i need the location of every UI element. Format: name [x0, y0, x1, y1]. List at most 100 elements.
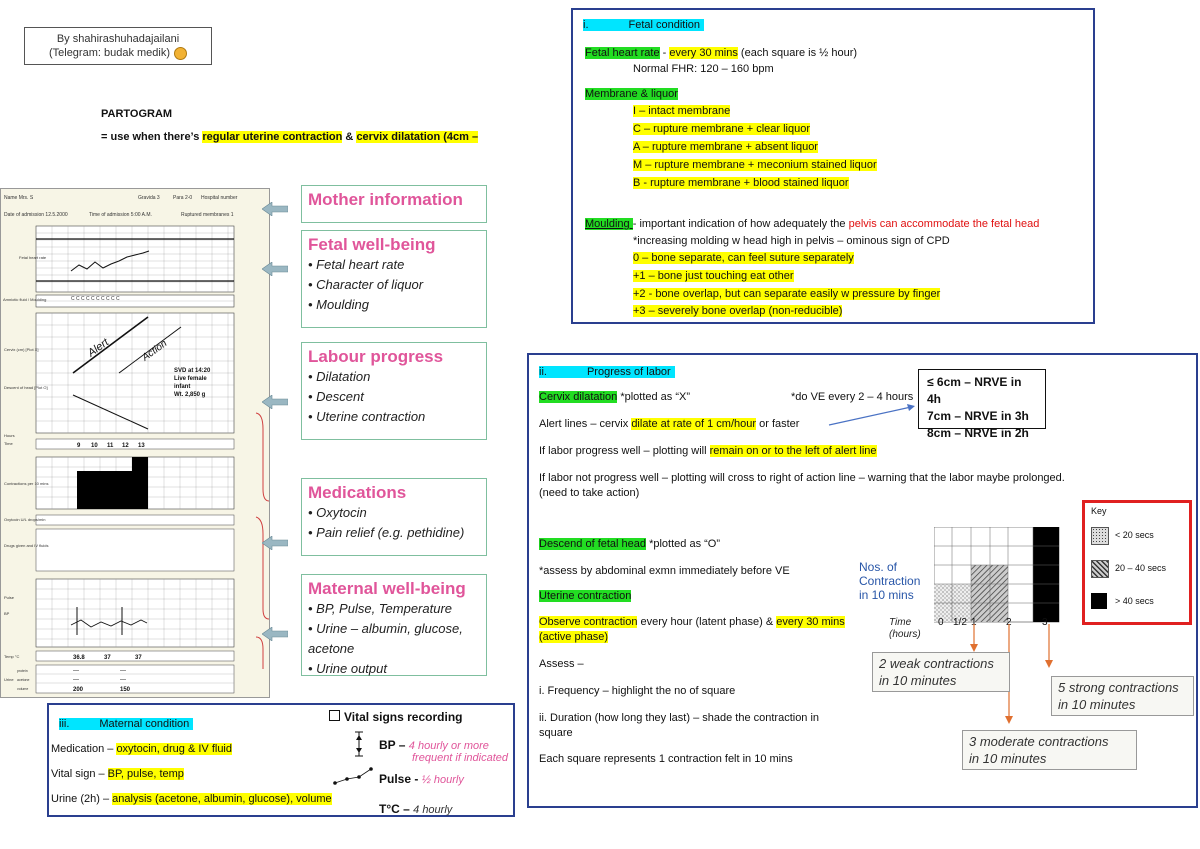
contractions-label: Contractions per 10 mins — [4, 481, 48, 486]
membrane-label: Membrane & liquor — [585, 88, 678, 100]
key-hatch-swatch — [1091, 560, 1109, 578]
def-mid: & — [342, 131, 357, 143]
vs-title: Vital signs recording — [344, 710, 463, 724]
arrow-icon — [262, 395, 288, 409]
alert-pre: Alert lines – cervix — [539, 418, 632, 430]
callout-weak: 2 weak contractions in 10 minutes — [872, 652, 1010, 692]
drugs-label: Drugs given and IV fluids — [4, 543, 48, 548]
cervix-label: Cervix (cm) [Plot X] — [4, 347, 38, 352]
partogram-definition: = use when there’s regular uterine contr… — [101, 131, 479, 143]
time-0: 9 — [77, 443, 81, 449]
pulse-bp-grid: Pulse BP — [4, 578, 235, 648]
time-hours-1: Time — [889, 617, 912, 628]
observe-mid: every hour (latent phase) & — [637, 616, 777, 628]
fhr-grid: Fetal heart rate — [19, 225, 235, 293]
callout-moderate: 3 moderate contractions in 10 minutes — [962, 730, 1137, 770]
vital-signs-title: Vital signs recording — [329, 710, 462, 724]
maternal-bullet-1: • BP, Pulse, Temperature — [308, 601, 453, 616]
svg-text:C C C C C C C C C C: C C C C C C C C C C — [71, 296, 120, 302]
nos-contraction-label: Nos. of Contraction in 10 mins — [859, 560, 920, 602]
credit-line2: (Telegram: budak medik) — [48, 47, 171, 59]
bp-text-2: frequent if indicated — [412, 752, 509, 764]
duration-1: ii. Duration (how long they last) – shad… — [539, 712, 820, 724]
arrow-icon — [262, 262, 288, 276]
def-highlight-dilatation: cervix dilatation (4cm – — [356, 131, 479, 143]
maternal-heading: Maternal condition — [99, 718, 190, 730]
temp-text: 4 hourly — [413, 804, 453, 816]
mother-info-title: Mother information — [308, 190, 463, 209]
key-item-2: 20 – 40 secs — [1115, 563, 1167, 573]
temp-1: 37 — [104, 655, 111, 661]
chart-gravida: Gravida 3 — [138, 195, 160, 201]
smiley-icon — [174, 46, 188, 60]
observe-hl1: Observe contraction — [539, 616, 638, 628]
credit-line1: By shahirashuhadajailani — [56, 33, 180, 45]
observe-hl2: every 30 mins — [776, 616, 845, 628]
tick-2: 2 — [1006, 617, 1012, 628]
checkbox-icon — [329, 710, 340, 721]
svd-note-4: Wt. 2,850 g — [174, 392, 206, 398]
fhr-frequency: every 30 mins — [669, 47, 738, 59]
key-dots-swatch — [1091, 527, 1109, 545]
box-fetal-well-being: Fetal well-being • Fetal heart rate • Ch… — [301, 230, 487, 328]
maternal-title: Maternal well-being — [308, 579, 466, 598]
contraction-diagram — [934, 527, 1060, 623]
uterine-label: Uterine contraction — [539, 590, 632, 602]
temp-row: T°C – 4 hourly — [379, 802, 452, 816]
volume-0: 200 — [73, 687, 84, 693]
membrane-item-1: I – intact membrane — [633, 105, 731, 117]
box-maternal-well-being: Maternal well-being • BP, Pulse, Tempera… — [301, 574, 487, 676]
box-medications: Medications • Oxytocin • Pain relief (e.… — [301, 478, 487, 556]
descend-note: *assess by abdominal exmn immediately be… — [539, 565, 790, 577]
well-pre: If labor progress well – plotting will — [539, 445, 710, 457]
pulse-label: Pulse — [4, 595, 15, 600]
def-prefix: = use when there’s — [101, 131, 203, 143]
tick-3: 3 — [1042, 617, 1048, 628]
box-mother-information: Mother information — [301, 185, 487, 223]
temp-label: Temp °C — [4, 654, 19, 659]
vital-pre: Vital sign – — [51, 768, 108, 780]
chart-ruptured: Ruptured membranes 1 — [181, 212, 234, 218]
fetal-bullet-3: • Moulding — [308, 297, 369, 312]
urine-pre: Urine (2h) – — [51, 793, 113, 805]
alert-rate: dilate at rate of 1 cm/hour — [631, 418, 757, 430]
liquor-row: C C C C C C C C C C Amniotic fluid / Mou… — [3, 294, 235, 308]
callout-strong-1: 5 strong contractions — [1058, 680, 1179, 695]
svd-note-1: SVD at 14:20 — [174, 368, 211, 374]
moulding-item-1: 0 – bone separate, can feel suture separ… — [633, 252, 854, 264]
def-highlight-contraction: regular uterine contraction — [202, 131, 343, 143]
fetal-heading: Fetal condition — [628, 19, 701, 31]
fetal-bullet-1: • Fetal heart rate — [308, 257, 405, 272]
labour-bullet-2: • Descent — [308, 389, 364, 404]
callout-weak-2: in 10 minutes — [879, 673, 957, 688]
fhr-label: Fetal heart rate — [585, 47, 660, 59]
fetal-condition-box: i. Fetal condition Fetal heart rate - eve… — [571, 8, 1095, 324]
time-hours-2: (hours) — [889, 629, 921, 640]
moulding-note: *increasing molding w head high in pelvi… — [633, 235, 950, 247]
fetal-heading-num: i. — [583, 19, 589, 31]
bp-label: BP — [4, 611, 10, 616]
tick-half: 1/2 — [953, 617, 967, 628]
svg-text:—: — — [120, 668, 126, 674]
assess: Assess – — [539, 658, 584, 670]
descend-label: Descend of fetal head — [539, 538, 647, 550]
arrow-icon — [262, 627, 288, 641]
temp-2: 37 — [135, 655, 142, 661]
svd-note-3: infant — [174, 384, 190, 390]
labour-bullet-3: • Uterine contraction — [308, 409, 426, 424]
fhr-dash: - — [659, 47, 670, 59]
box-labour-progress: Labour progress • Dilatation • Descent •… — [301, 342, 487, 440]
callout-moderate-2: in 10 minutes — [969, 751, 1047, 766]
svg-text:—: — — [73, 677, 79, 683]
nrve-line-1: ≤ 6cm – NRVE in 4h — [927, 375, 1022, 406]
each-square: Each square represents 1 contraction fel… — [539, 753, 793, 765]
membrane-item-4: M – rupture membrane + meconium stained … — [633, 159, 877, 171]
key-title: Key — [1091, 506, 1107, 516]
membrane-item-3: A – rupture membrane + absent liquor — [633, 141, 818, 153]
fetal-title: Fetal well-being — [308, 235, 436, 254]
pulse-marker-icon — [333, 767, 373, 785]
labour-title: Labour progress — [308, 347, 444, 366]
frequency: i. Frequency – highlight the no of squar… — [539, 685, 736, 697]
notwell-1: If labor not progress well – plotting wi… — [539, 472, 1065, 484]
labour-bullet-1: • Dilatation — [308, 369, 371, 384]
